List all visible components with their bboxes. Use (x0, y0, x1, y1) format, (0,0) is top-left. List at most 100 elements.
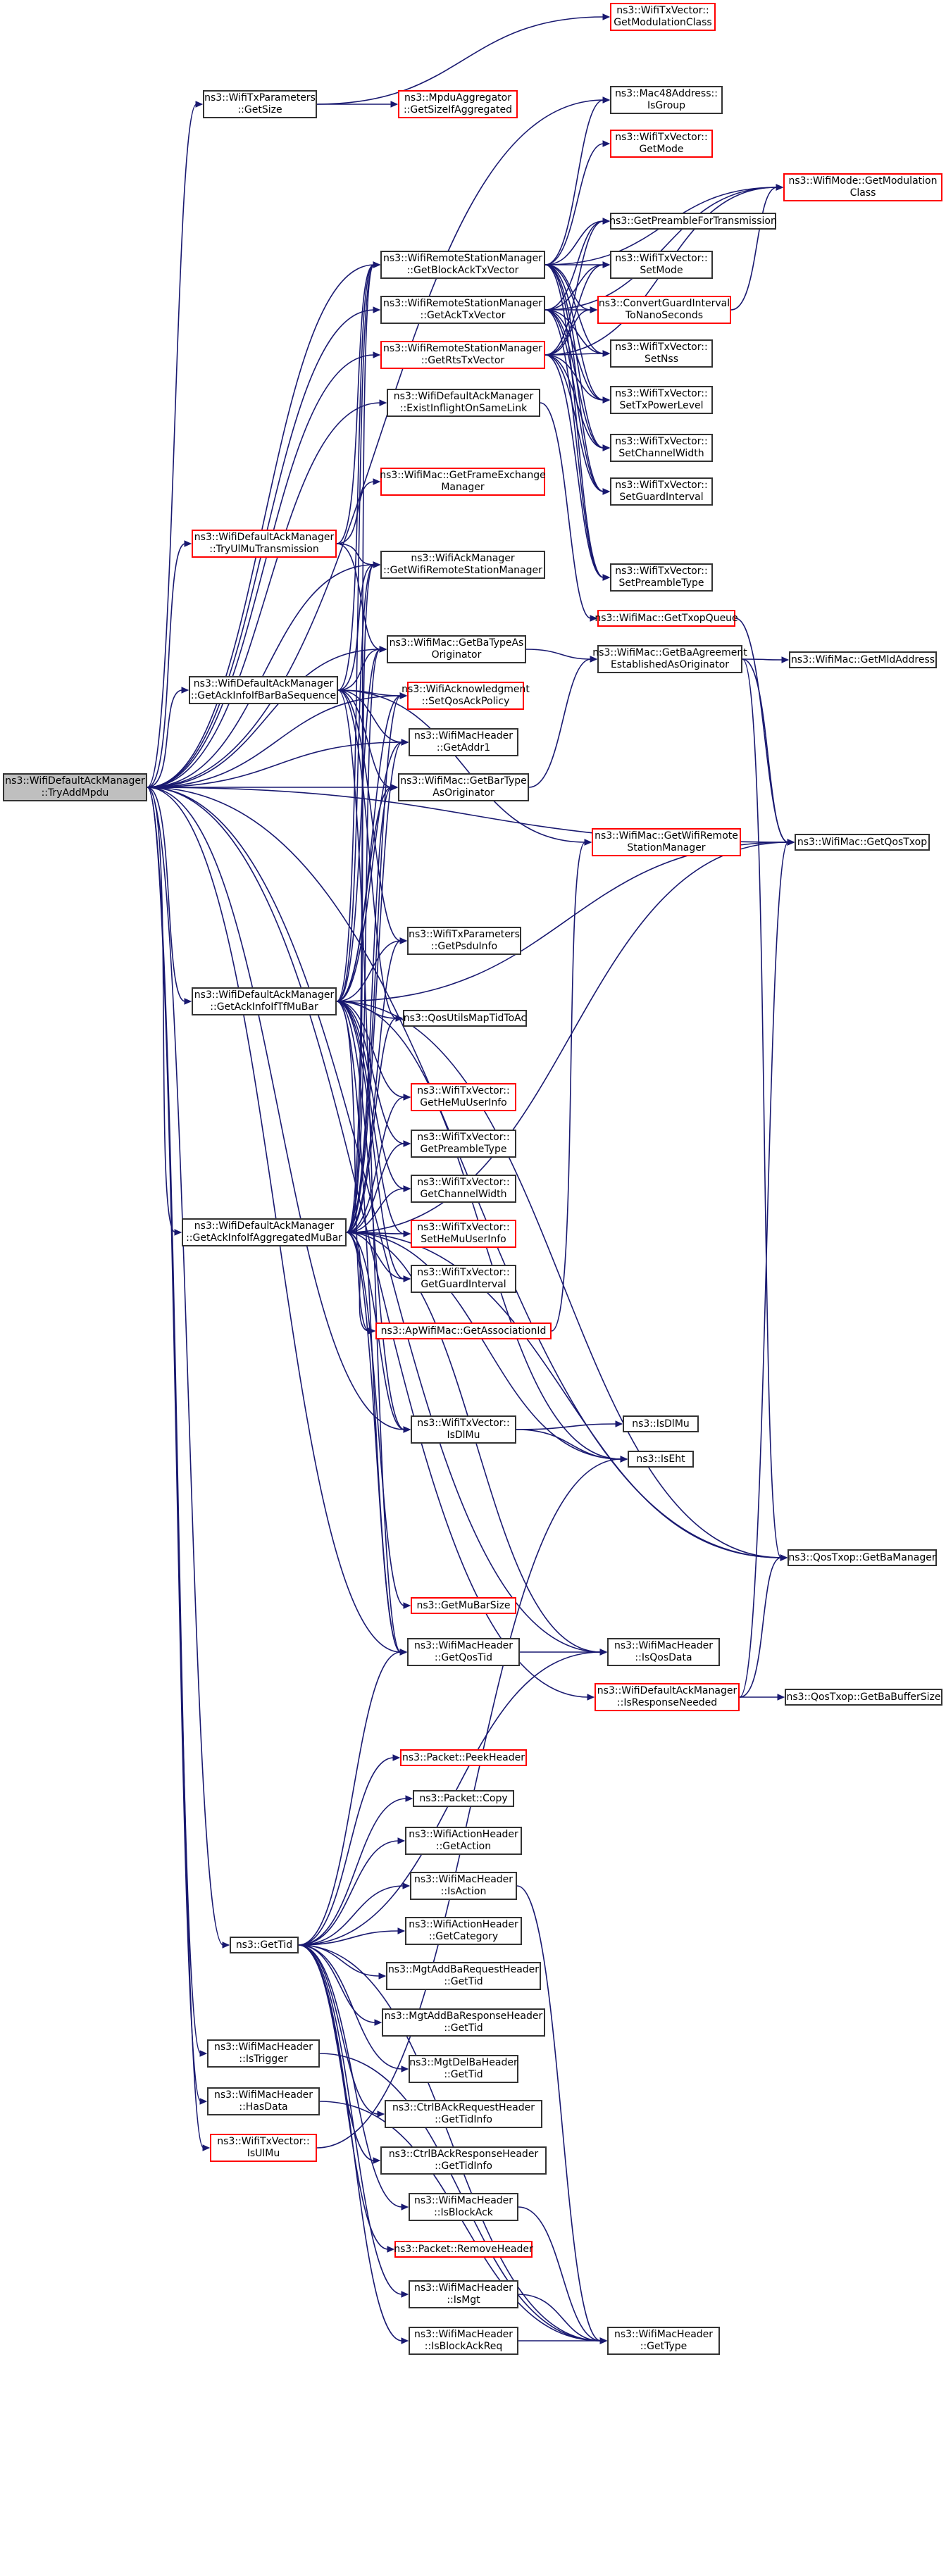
arrowhead (403, 1230, 411, 1237)
node-ahdr-getaction[interactable]: ns3::WifiActionHeader::GetAction (405, 1827, 522, 1855)
node-hdr-getaddr1[interactable]: ns3::WifiMacHeader::GetAddr1 (409, 728, 518, 756)
node-txp-getsize[interactable]: ns3::WifiTxParameters::GetSize (203, 90, 317, 118)
node-vec-getheuser[interactable]: ns3::WifiTxVector::GetHeMuUserInfo (411, 1083, 516, 1111)
node-hdr-isblockack[interactable]: ns3::WifiMacHeader::IsBlockAck (409, 2193, 518, 2221)
node-root[interactable]: ns3::WifiDefaultAckManager::TryAddMpdu (3, 773, 147, 801)
call-edge (336, 1001, 405, 1189)
node-qos-maptid[interactable]: ns3::QosUtilsMapTidToAc (403, 1010, 527, 1027)
call-edge (525, 649, 592, 660)
node-mac48-isgroup[interactable]: ns3::Mac48Address::IsGroup (610, 86, 723, 114)
arrowhead (373, 306, 381, 313)
call-edge (544, 220, 604, 265)
call-edge (147, 402, 381, 788)
node-mac-getqostxop[interactable]: ns3::WifiMac::GetQosTxop (795, 834, 930, 851)
call-edge (336, 1001, 405, 1144)
node-iseht[interactable]: ns3::IsEht (628, 1451, 694, 1468)
node-ahdr-getcat[interactable]: ns3::WifiActionHeader::GetCategory (405, 1917, 522, 1945)
arrowhead (395, 1015, 404, 1022)
node-exist-inflight[interactable]: ns3::WifiDefaultAckManager::ExistInfligh… (387, 389, 540, 417)
node-rsm-rts[interactable]: ns3::WifiRemoteStationManager::GetRtsTxV… (380, 341, 545, 369)
node-pkt-remove[interactable]: ns3::Packet::RemoveHeader (394, 2241, 533, 2258)
node-vec-getpreamble[interactable]: ns3::WifiTxVector::GetPreambleType (411, 1130, 516, 1158)
node-apmac-getassoc[interactable]: ns3::ApWifiMac::GetAssociationId (375, 1323, 552, 1339)
node-hdr-getqostid[interactable]: ns3::WifiMacHeader::GetQosTid (407, 1638, 520, 1666)
node-vec-isulmu[interactable]: ns3::WifiTxVector::IsUlMu (210, 2134, 317, 2162)
call-edge (346, 564, 375, 1233)
node-vec-setmode[interactable]: ns3::WifiTxVector::SetMode (610, 251, 713, 279)
call-edge (730, 187, 778, 311)
call-edge (336, 264, 375, 1002)
arrowhead (390, 784, 399, 791)
node-getackinfo-tfmubar[interactable]: ns3::WifiDefaultAckManager::GetAckInfoIf… (192, 987, 337, 1015)
node-getackinfo-aggmubar[interactable]: ns3::WifiDefaultAckManager::GetAckInfoIf… (182, 1218, 347, 1246)
node-hdr-isblockackreq[interactable]: ns3::WifiMacHeader::IsBlockAckReq (409, 2327, 518, 2355)
call-edge (336, 564, 375, 1002)
node-mpdu-getsize[interactable]: ns3::MpduAggregator::GetSizeIfAggregated (398, 90, 518, 118)
node-mac-getmld[interactable]: ns3::WifiMac::GetMldAddress (789, 651, 937, 668)
node-barreq-gettidinfo[interactable]: ns3::CtrlBAckRequestHeader::GetTidInfo (385, 2100, 542, 2128)
node-try-ulmu[interactable]: ns3::WifiDefaultAckManager::TryUlMuTrans… (192, 530, 337, 558)
arrowhead (373, 478, 381, 485)
node-qostxop-getbamgr[interactable]: ns3::QosTxop::GetBaManager (788, 1549, 937, 1566)
node-vec-setnss[interactable]: ns3::WifiTxVector::SetNss (610, 339, 713, 368)
node-vec-setpreamble[interactable]: ns3::WifiTxVector::SetPreambleType (610, 563, 713, 592)
node-rsm-ack[interactable]: ns3::WifiRemoteStationManager::GetAckTxV… (380, 296, 545, 324)
node-baresp-gettidinfo[interactable]: ns3::CtrlBAckResponseHeader::GetTidInfo (380, 2146, 547, 2175)
call-edge (298, 1944, 403, 2070)
node-hdr-ismgt[interactable]: ns3::WifiMacHeader::IsMgt (409, 2280, 518, 2308)
node-addbaresp-gettid[interactable]: ns3::MgtAddBaResponseHeader::GetTid (382, 2008, 545, 2037)
arrowhead (402, 1882, 411, 1889)
node-pkt-peek[interactable]: ns3::Packet::PeekHeader (400, 1749, 527, 1766)
call-edge (147, 787, 201, 2054)
node-hdr-gettype[interactable]: ns3::WifiMacHeader::GetType (607, 2327, 720, 2355)
call-edge (346, 1232, 782, 1558)
node-vec-setguard[interactable]: ns3::WifiTxVector::SetGuardInterval (610, 477, 713, 506)
node-delba-gettid[interactable]: ns3::MgtDelBaHeader::GetTid (409, 2055, 518, 2083)
arrowhead (379, 646, 387, 653)
node-rsm-blockack[interactable]: ns3::WifiRemoteStationManager::GetBlockA… (380, 251, 545, 279)
node-vec-getguard[interactable]: ns3::WifiTxVector::GetGuardInterval (411, 1265, 516, 1293)
node-vec-setchan[interactable]: ns3::WifiTxVector::SetChannelWidth (610, 434, 713, 462)
arrowhead (397, 1837, 406, 1844)
call-edge (518, 2206, 602, 2341)
node-ackmgr-getrsm[interactable]: ns3::WifiAckManager::GetWifiRemoteStatio… (380, 551, 545, 579)
call-edge (346, 1096, 405, 1233)
node-getmubarsize[interactable]: ns3::GetMuBarSize (411, 1597, 516, 1614)
node-getackinfo-barba[interactable]: ns3::WifiDefaultAckManager::GetAckInfoIf… (189, 676, 338, 704)
node-wifiack-setqos[interactable]: ns3::WifiAcknowledgment::SetQosAckPolicy (402, 682, 530, 710)
node-txp-getpsdu[interactable]: ns3::WifiTxParameters::GetPsduInfo (407, 927, 521, 955)
call-edge (147, 99, 604, 788)
call-edge (337, 689, 402, 1653)
node-pkt-copy[interactable]: ns3::Packet::Copy (413, 1790, 514, 1807)
node-mac-gettxopq[interactable]: ns3::WifiMac::GetTxopQueue (595, 610, 738, 627)
node-hdr-isaction[interactable]: ns3::WifiMacHeader::IsAction (410, 1872, 517, 1900)
arrowhead (590, 306, 598, 313)
node-addbareq-gettid[interactable]: ns3::MgtAddBaRequestHeader::GetTid (386, 1962, 541, 1990)
node-vec-setheuser[interactable]: ns3::WifiTxVector::SetHeMuUserInfo (411, 1220, 516, 1248)
call-edge (544, 264, 604, 401)
node-vec-isdlmu[interactable]: ns3::WifiTxVector::IsDlMu (411, 1415, 516, 1444)
node-hdr-isqosdata[interactable]: ns3::WifiMacHeader::IsQosData (607, 1638, 720, 1666)
node-vec-setpower[interactable]: ns3::WifiTxVector::SetTxPowerLevel (610, 386, 713, 414)
node-is-resp-needed[interactable]: ns3::WifiDefaultAckManager::IsResponseNe… (595, 1683, 740, 1711)
node-qostxop-getbabuf[interactable]: ns3::QosTxop::GetBaBufferSize (785, 1689, 942, 1706)
node-vec-getmode[interactable]: ns3::WifiTxVector::GetMode (610, 130, 713, 158)
node-getmodclass-vec[interactable]: ns3::WifiTxVector::GetModulationClass (610, 3, 716, 31)
node-gettid[interactable]: ns3::GetTid (230, 1937, 299, 1953)
arrowhead (181, 687, 189, 694)
node-vec-getchan[interactable]: ns3::WifiTxVector::GetChannelWidth (411, 1175, 516, 1203)
node-hdr-istrigger[interactable]: ns3::WifiMacHeader::IsTrigger (207, 2039, 320, 2068)
node-preamble-for-tx[interactable]: ns3::GetPreambleForTransmission (609, 213, 777, 230)
call-edge (147, 787, 204, 2149)
node-isdlmu[interactable]: ns3::IsDlMu (623, 1415, 699, 1432)
node-hdr-hasdata[interactable]: ns3::WifiMacHeader::HasData (207, 2087, 320, 2115)
arrowhead (403, 1185, 411, 1192)
